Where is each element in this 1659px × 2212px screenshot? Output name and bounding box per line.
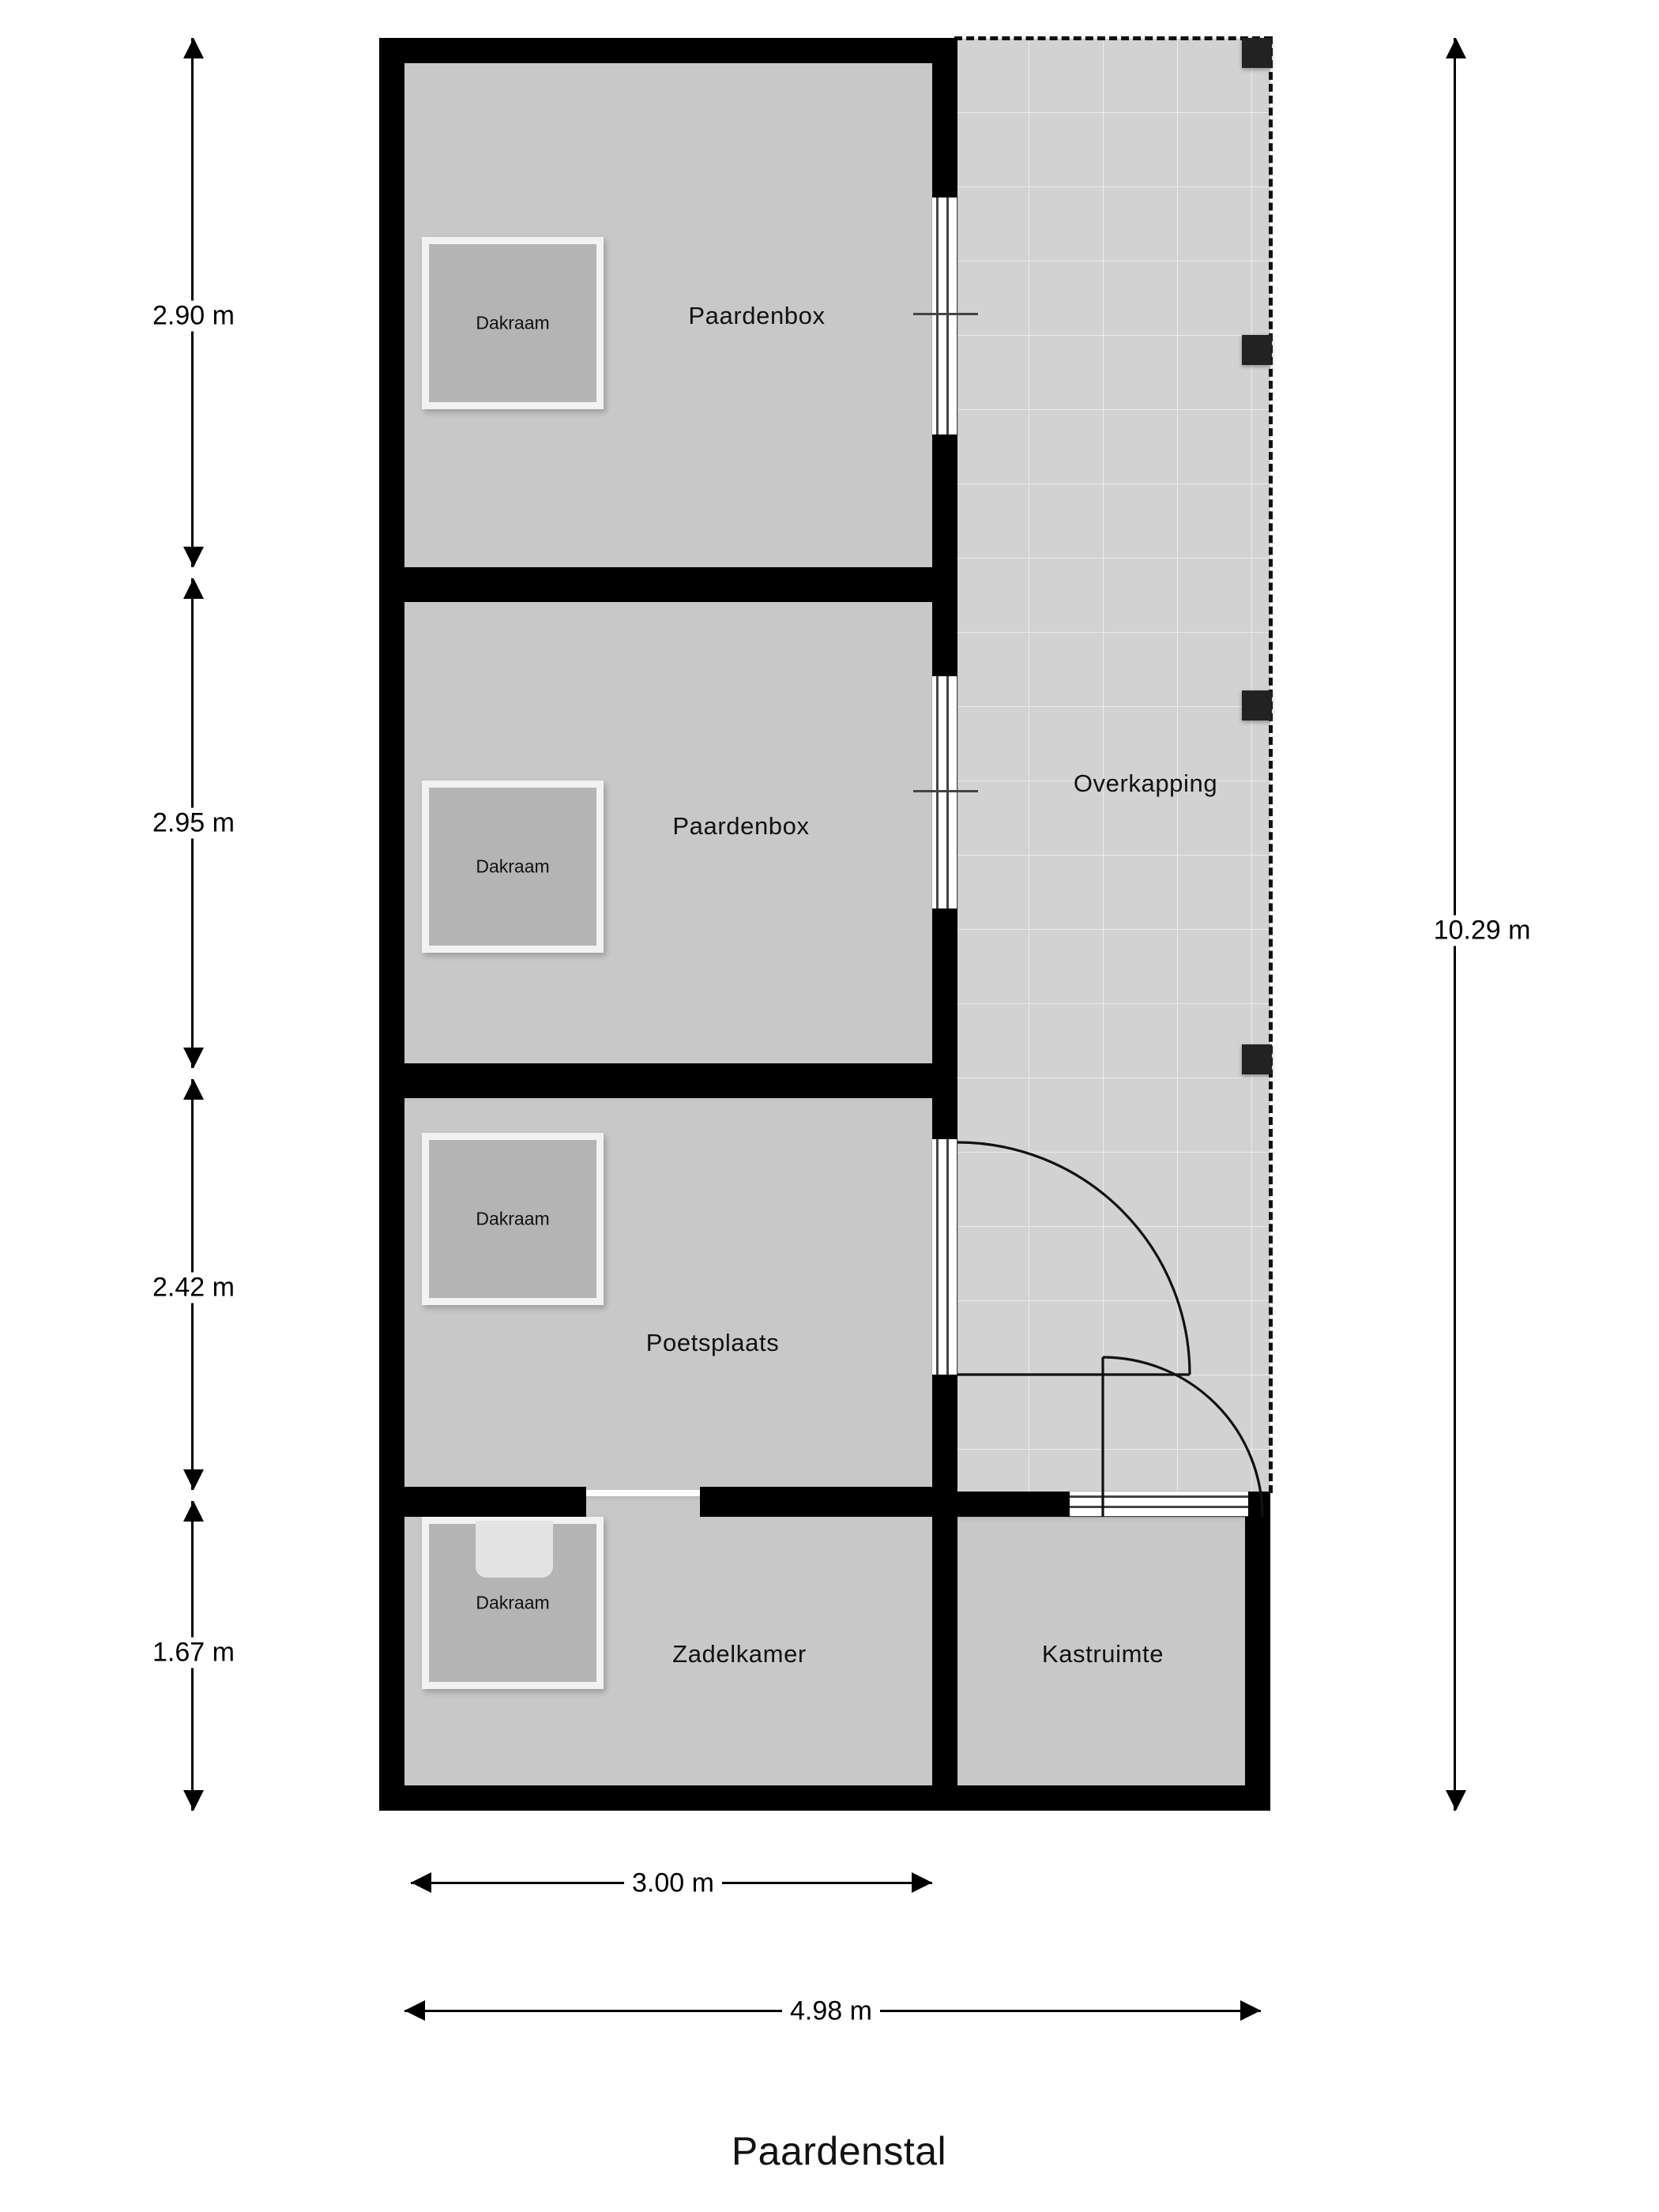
dim-label-paardenbox-middle: 2.95 m <box>145 807 243 839</box>
window-paardenbox-middle <box>932 676 957 908</box>
dim-label-zadelkamer: 1.67 m <box>145 1637 243 1668</box>
dim-label-total-depth: 10.29 m <box>1425 915 1539 946</box>
arrow-up-paardenbox-top <box>183 38 204 58</box>
sink-icon <box>476 1521 553 1578</box>
arrow-down-poetsplaats <box>183 1469 204 1490</box>
wall-partition-poetsplaats-zadelkamer-left <box>379 1487 586 1517</box>
wall-interior-right-seg3 <box>932 904 957 1144</box>
room-label-paardenbox-top: Paardenbox <box>688 302 826 329</box>
overkapping-area <box>954 38 1270 1492</box>
pillar-4 <box>1242 1044 1272 1074</box>
dakraam-paardenbox-top: Dakraam <box>422 237 604 409</box>
arrow-left-total-width <box>404 2000 425 2021</box>
pillar-3 <box>1242 690 1272 720</box>
pillar-1 <box>1242 38 1272 68</box>
overkapping-dashed-top <box>954 36 1272 40</box>
wall-exterior-bottom <box>379 1785 1270 1811</box>
wall-interior-right-seg1 <box>932 38 957 204</box>
dakraam-label: Dakraam <box>476 312 550 333</box>
room-label-zadelkamer: Zadelkamer <box>672 1640 807 1668</box>
dim-label-total-width: 4.98 m <box>782 1996 880 2027</box>
window-tick-paardenbox-top <box>913 313 978 315</box>
arrow-down-total-depth <box>1446 1790 1466 1811</box>
door-swing-arcs <box>957 1141 1264 1518</box>
arrow-up-poetsplaats <box>183 1079 204 1100</box>
wall-partition-box1-box2 <box>379 567 957 602</box>
dakraam-zadelkamer: Dakraam <box>422 1517 604 1689</box>
room-label-kastruimte: Kastruimte <box>1041 1640 1164 1668</box>
dim-label-paardenbox-top: 2.90 m <box>145 300 243 332</box>
wall-exterior-right-kastruimte <box>1245 1492 1270 1811</box>
arrow-right-total-width <box>1240 2000 1261 2021</box>
wall-partition-poetsplaats-zadelkamer-right <box>700 1487 957 1517</box>
dakraam-label: Dakraam <box>476 1592 550 1613</box>
arrow-down-paardenbox-middle <box>183 1048 204 1068</box>
page-title: Paardenstal <box>731 2129 947 2173</box>
wall-exterior-top <box>379 38 954 63</box>
dakraam-paardenbox-middle: Dakraam <box>422 781 604 953</box>
pillar-2 <box>1242 335 1272 365</box>
door-arc-poetsplaats <box>957 1141 1191 1375</box>
arrow-left-building-width <box>411 1872 431 1893</box>
dakraam-label: Dakraam <box>476 856 550 877</box>
wall-partition-box2-poetsplaats <box>379 1063 957 1098</box>
window-paardenbox-top <box>932 198 957 434</box>
dakraam-label: Dakraam <box>476 1208 550 1229</box>
window-tick-paardenbox-middle <box>913 790 978 792</box>
overkapping-dashed-right <box>1269 36 1273 1493</box>
dim-label-building-width: 3.00 m <box>624 1868 722 1899</box>
room-kastruimte <box>954 1517 1248 1800</box>
room-label-paardenbox-middle: Paardenbox <box>672 812 810 840</box>
dim-label-poetsplaats: 2.42 m <box>145 1272 243 1304</box>
arrow-up-total-depth <box>1446 38 1466 58</box>
arrow-down-zadelkamer <box>183 1790 204 1811</box>
wall-interior-right-seg2 <box>932 430 957 681</box>
door-kastruimte-overkapping <box>1070 1492 1248 1517</box>
arrow-right-building-width <box>912 1872 932 1893</box>
door-arc-kastruimte <box>1102 1356 1264 1518</box>
arrow-down-paardenbox-top <box>183 547 204 567</box>
room-label-poetsplaats: Poetsplaats <box>645 1329 780 1356</box>
room-label-overkapping: Overkapping <box>1073 769 1218 797</box>
dakraam-poetsplaats: Dakraam <box>422 1133 604 1305</box>
wall-exterior-left <box>379 38 404 1811</box>
arrow-up-paardenbox-middle <box>183 578 204 599</box>
arrow-up-zadelkamer <box>183 1501 204 1522</box>
wall-interior-right-seg4 <box>932 1370 957 1811</box>
door-poetsplaats-overkapping <box>932 1139 957 1375</box>
